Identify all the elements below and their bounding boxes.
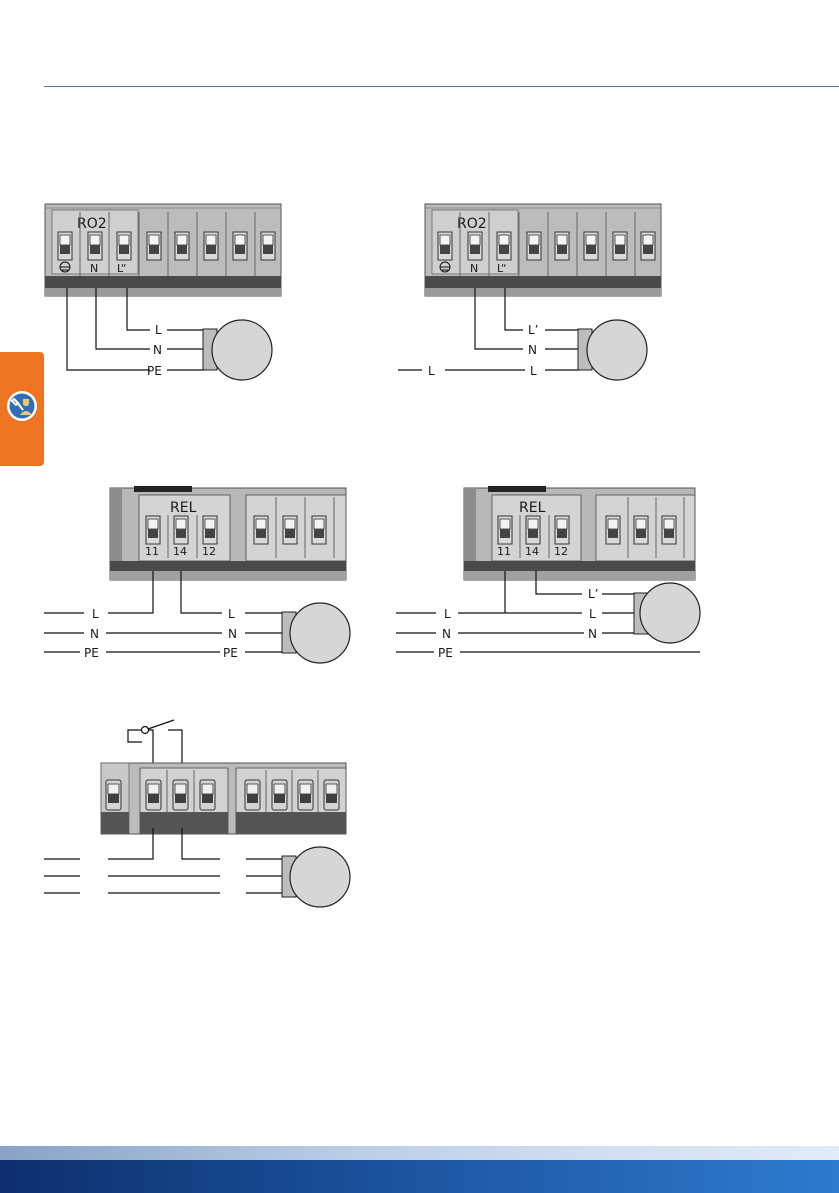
diagram-ro2-switched-live: RO2 N L“ L L’ N L bbox=[398, 204, 661, 380]
motor bbox=[212, 320, 272, 380]
right-label-n: N bbox=[588, 627, 597, 641]
terminal-label-12: 12 bbox=[202, 545, 216, 558]
diagram-rel-pe: REL 11 14 12 L N PE L N PE bbox=[44, 486, 350, 663]
motor bbox=[290, 603, 350, 663]
diagram-rel-switched-live: REL 11 14 12 L N PE L’ L N bbox=[396, 486, 700, 660]
terminal-label-14: 14 bbox=[525, 545, 539, 558]
wire-label-l: L bbox=[155, 323, 162, 337]
terminal-label-14: 14 bbox=[173, 545, 187, 558]
terminal-label-l: L“ bbox=[117, 262, 127, 275]
left-label-pe: PE bbox=[84, 646, 99, 660]
wiring-diagrams: RO2 N L“ L N PE RO2 bbox=[0, 0, 839, 1146]
motor bbox=[640, 583, 700, 643]
block-label: RO2 bbox=[77, 216, 107, 232]
left-label-pe: PE bbox=[438, 646, 453, 660]
wire-label-l-prime: L’ bbox=[528, 323, 539, 337]
footer-highlight bbox=[0, 1146, 839, 1160]
footer-bar bbox=[0, 1146, 839, 1193]
right-label-n: N bbox=[228, 627, 237, 641]
right-label-l: L bbox=[228, 607, 235, 621]
terminal-label-12: 12 bbox=[554, 545, 568, 558]
diagram-ro2-pe: RO2 N L“ L N PE bbox=[45, 204, 281, 380]
right-label-l-prime: L’ bbox=[588, 587, 599, 601]
motor bbox=[290, 847, 350, 907]
motor bbox=[587, 320, 647, 380]
right-label-l: L bbox=[589, 607, 596, 621]
terminal-label-n: N bbox=[90, 262, 98, 275]
left-label-l: L bbox=[444, 607, 451, 621]
left-label-n: N bbox=[90, 627, 99, 641]
switch-contact bbox=[142, 727, 149, 734]
left-label-n: N bbox=[442, 627, 451, 641]
wire-label-pe: PE bbox=[147, 364, 162, 378]
block-label: REL bbox=[519, 500, 546, 516]
wire-label-n: N bbox=[528, 343, 537, 357]
input-label-l: L bbox=[428, 364, 435, 378]
terminal-label-11: 11 bbox=[497, 545, 511, 558]
terminal-label-l: L“ bbox=[497, 262, 507, 275]
block-label: RO2 bbox=[457, 216, 487, 232]
right-label-pe: PE bbox=[223, 646, 238, 660]
wire-label-n: N bbox=[153, 343, 162, 357]
diagram-relay-switch bbox=[44, 720, 350, 907]
left-label-l: L bbox=[92, 607, 99, 621]
block-label: REL bbox=[170, 500, 197, 516]
terminal-label-11: 11 bbox=[145, 545, 159, 558]
terminal-label-n: N bbox=[470, 262, 478, 275]
wire-label-l: L bbox=[530, 364, 537, 378]
